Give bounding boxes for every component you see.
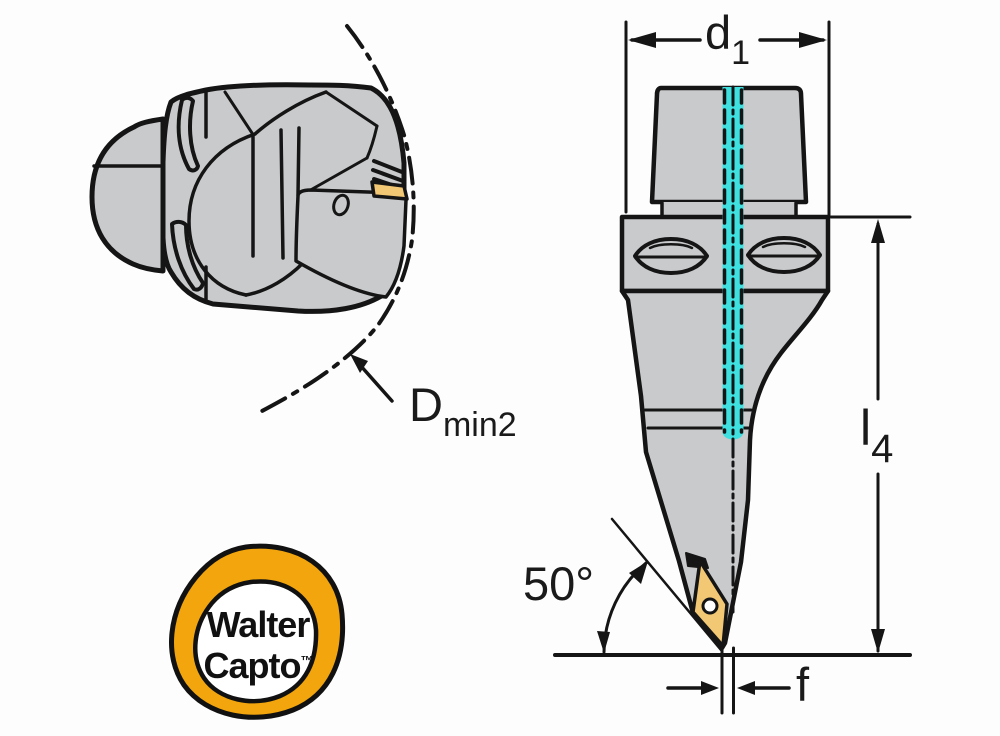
screw-hole bbox=[332, 193, 350, 217]
label-d1-base: d bbox=[705, 6, 732, 59]
logo-wordmark-line1: Walter bbox=[206, 604, 311, 645]
dmin2-arc bbox=[260, 24, 416, 413]
label-dmin2: Dmin2 bbox=[409, 378, 517, 442]
crescent-slot-bottom bbox=[170, 219, 205, 292]
ball-face-arc bbox=[187, 132, 257, 297]
facet-line-c bbox=[365, 124, 379, 160]
insert-left-view bbox=[370, 180, 409, 201]
left-view bbox=[89, 24, 416, 413]
label-angle-text: 50° bbox=[523, 557, 595, 610]
label-f-text: f bbox=[796, 658, 810, 711]
flange-slot-right-highlight bbox=[761, 242, 807, 249]
clamp-block bbox=[294, 188, 408, 299]
clamp-ridge-2 bbox=[371, 168, 405, 183]
logo-wordmark-line2: Capto™ bbox=[203, 645, 314, 686]
l4-arrowhead-top bbox=[871, 219, 885, 243]
flange-slot-left-highlight bbox=[648, 243, 694, 250]
right-view bbox=[553, 20, 912, 715]
trademark-symbol: ™ bbox=[300, 653, 314, 668]
label-l4-sub: 4 bbox=[871, 427, 894, 471]
f-arrowhead-left bbox=[701, 681, 719, 695]
facet-line-b bbox=[324, 90, 379, 128]
angle-arrowhead-bottom bbox=[597, 631, 610, 653]
d1-arrowhead-left bbox=[628, 32, 656, 48]
clamp-ridge-1 bbox=[372, 159, 404, 174]
label-d1-sub: 1 bbox=[731, 34, 751, 72]
insert-hole bbox=[701, 597, 719, 615]
label-l4: l4 bbox=[860, 400, 893, 469]
ball-top-edge bbox=[253, 90, 328, 136]
crescent-slot-top bbox=[176, 95, 200, 173]
angle-arrowhead-top bbox=[629, 561, 648, 584]
dmin2-arrowhead bbox=[350, 354, 368, 373]
d1-arrowhead-right bbox=[799, 32, 827, 48]
l4-arrowhead-bottom bbox=[871, 629, 885, 653]
facet-line-a bbox=[223, 90, 254, 135]
nose-outline bbox=[89, 116, 166, 274]
label-l4-base: l bbox=[860, 400, 872, 456]
angle-reference-line bbox=[610, 517, 723, 652]
pocket-edge-line bbox=[296, 126, 301, 197]
dmin2-arrow-shaft bbox=[358, 363, 394, 403]
label-f: f bbox=[796, 661, 809, 708]
label-d1: d1 bbox=[705, 6, 750, 70]
label-angle: 50° bbox=[523, 560, 594, 607]
logo-polygon-inner bbox=[193, 579, 319, 704]
tool-body bbox=[619, 288, 831, 651]
walter-capto-logo bbox=[169, 543, 346, 720]
ball-bottom-edge bbox=[244, 261, 305, 297]
label-dmin2-sub: min2 bbox=[442, 406, 517, 444]
f-arrowhead-right bbox=[737, 681, 755, 695]
ball-flat-line-2 bbox=[279, 128, 285, 260]
label-dmin2-base: D bbox=[409, 378, 443, 431]
